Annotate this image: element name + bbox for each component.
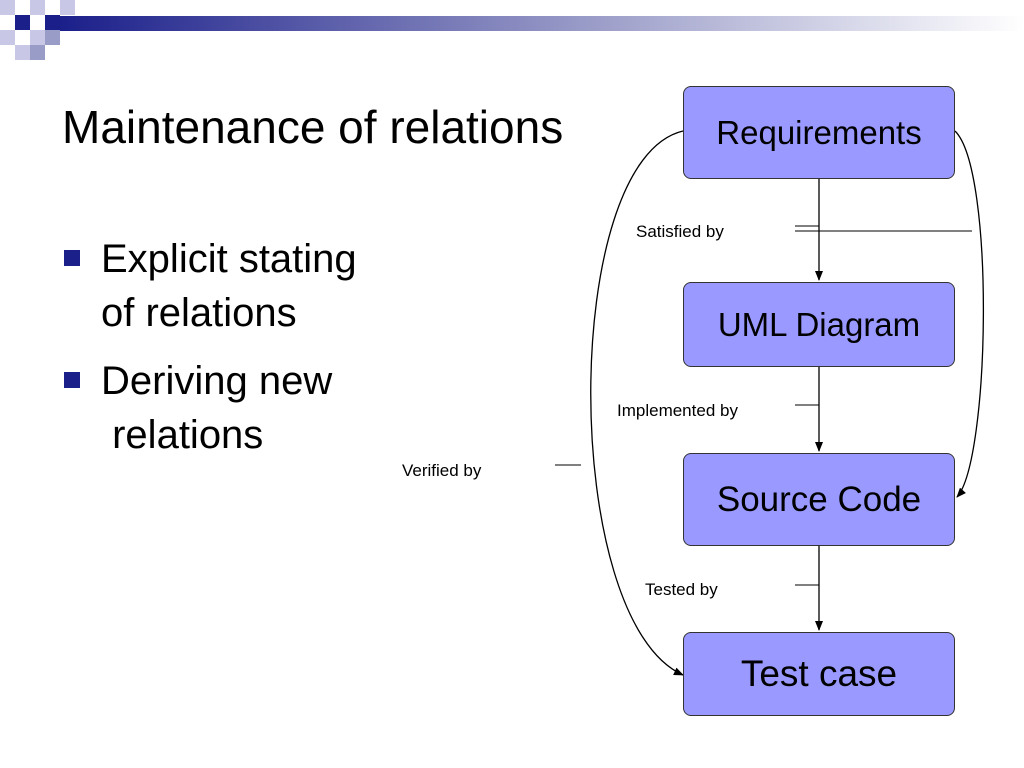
bullet-text-line: Explicit stating xyxy=(101,237,357,281)
bullet-text-line: relations xyxy=(101,413,264,457)
header-square xyxy=(30,45,45,60)
edge-curve-verified xyxy=(590,130,684,676)
bullet-square-icon xyxy=(64,250,80,266)
edge-label-implemented: Implemented by xyxy=(617,401,738,420)
slide-title: Maintenance of relations xyxy=(62,101,564,153)
header-square xyxy=(0,30,15,45)
bullet-list: Explicit stating of relations Deriving n… xyxy=(62,232,441,476)
node-label: Source Code xyxy=(716,479,922,519)
edge-label-tested: Tested by xyxy=(645,580,718,599)
node-source-code: Source Code xyxy=(683,453,955,546)
header-square xyxy=(15,15,30,30)
header-gradient-bar xyxy=(60,16,1024,31)
node-requirements: Requirements xyxy=(683,86,955,179)
header-square xyxy=(60,0,75,15)
node-label: Test case xyxy=(740,653,898,694)
bullet-item: Deriving new relations xyxy=(62,354,441,462)
header-square xyxy=(15,45,30,60)
bullet-square-icon xyxy=(64,372,80,388)
edge-curve-requirements-source xyxy=(954,130,985,498)
header-square xyxy=(30,0,45,15)
node-test-case: Test case xyxy=(683,632,955,716)
header-square xyxy=(30,30,45,45)
header-square xyxy=(45,30,60,45)
bullet-text-line: Deriving new xyxy=(101,359,333,403)
bullet-text-line: of relations xyxy=(101,291,297,335)
node-label: UML Diagram xyxy=(717,305,921,343)
header-decoration xyxy=(0,0,1024,60)
bullet-item: Explicit stating of relations xyxy=(62,232,441,340)
node-uml-diagram: UML Diagram xyxy=(683,282,955,367)
edge-label-satisfied: Satisfied by xyxy=(636,222,724,241)
edge-label-verified: Verified by xyxy=(402,461,482,480)
node-label: Requirements xyxy=(716,113,922,151)
header-square xyxy=(45,15,60,30)
header-square xyxy=(0,0,15,15)
